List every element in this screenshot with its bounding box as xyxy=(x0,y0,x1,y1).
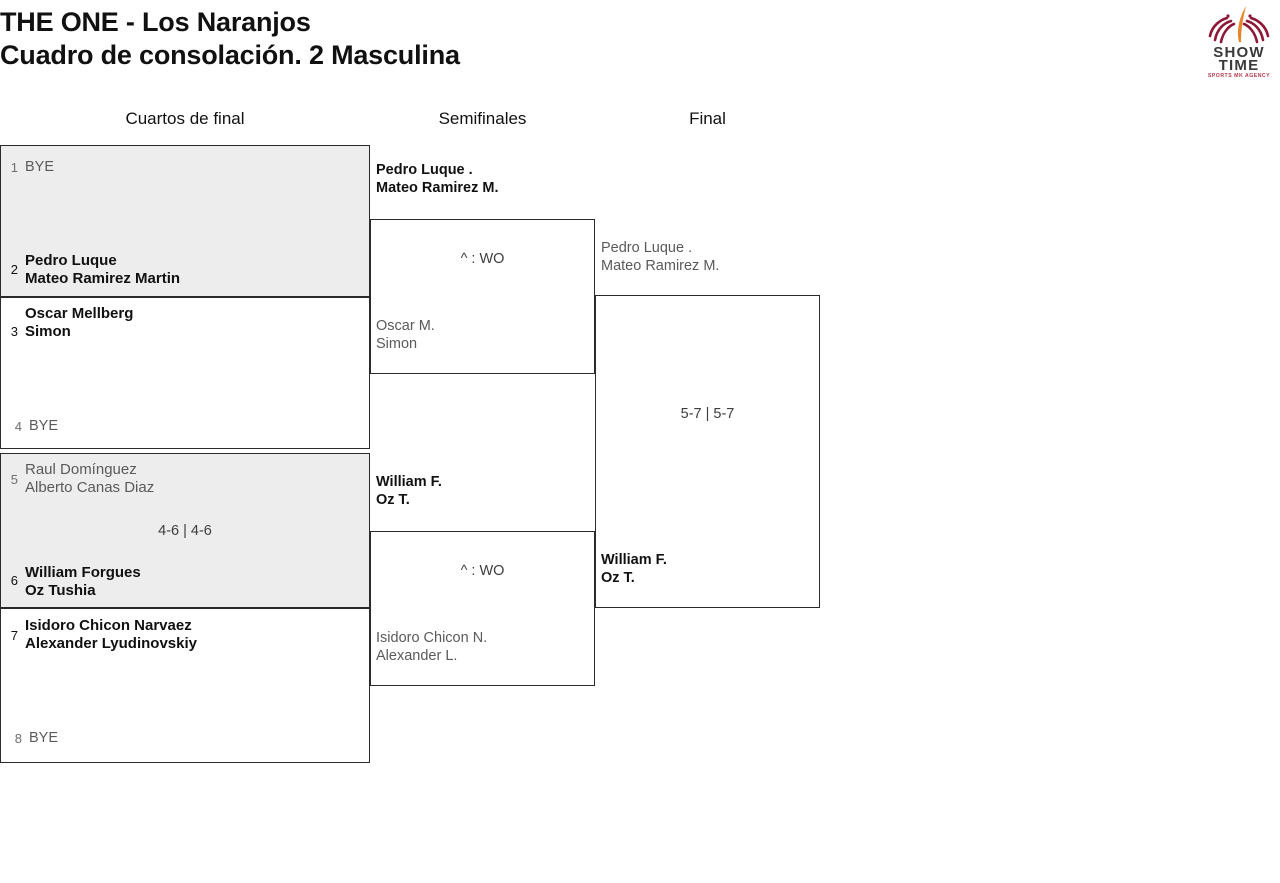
round-header-final: Final xyxy=(689,109,726,128)
competitor-name: Simon xyxy=(25,323,71,340)
competitor-name: Alexander Lyudinovskiy xyxy=(25,635,198,652)
competitor-bye: BYE xyxy=(25,159,55,175)
competitor-name: Oz T. xyxy=(376,492,410,508)
tournament-name: THE ONE - Los Naranjos xyxy=(0,7,311,37)
competitor-name: Pedro Luque xyxy=(25,252,117,269)
competitor-pair: William F. Oz T. xyxy=(601,551,667,587)
competitor-pair: Raul Domínguez Alberto Canas Diaz xyxy=(25,461,154,497)
competitor-pair: Isidoro Chicon N. Alexander L. xyxy=(376,629,487,665)
competitor-name: Alexander L. xyxy=(376,648,458,664)
match-score: 4-6 | 4-6 xyxy=(158,523,212,539)
competitor-bye: BYE xyxy=(29,418,59,434)
competitor-name: Simon xyxy=(376,336,418,352)
match-final[interactable] xyxy=(595,295,820,608)
competitor-name: William F. xyxy=(376,474,442,490)
seed-number: 4 xyxy=(14,419,22,434)
competitor-name: Mateo Ramirez Martin xyxy=(25,270,181,287)
showtime-logo: SHOW TIME SPORTS MK AGENCY xyxy=(1200,2,1278,78)
match-sf-2[interactable] xyxy=(370,531,595,686)
competitor-name: Isidoro Chicon N. xyxy=(376,630,488,646)
competitor-bye: BYE xyxy=(29,730,59,746)
page-header: THE ONE - Los Naranjos Cuadro de consola… xyxy=(0,0,1280,100)
round-header-semifinals: Semifinales xyxy=(438,109,527,128)
round-header-quarterfinals: Cuartos de final xyxy=(125,109,245,128)
competitor-name: Alberto Canas Diaz xyxy=(25,479,155,496)
seed-number: 7 xyxy=(10,628,18,643)
competitor-name: Oscar Mellberg xyxy=(25,305,134,322)
match-score: ^ : WO xyxy=(460,563,505,579)
competitor-name: Mateo Ramirez M. xyxy=(376,180,499,196)
match-qf-2[interactable] xyxy=(0,297,370,449)
competitor-name: Oz T. xyxy=(601,570,635,586)
seed-number: 2 xyxy=(10,262,18,277)
match-qf-4[interactable] xyxy=(0,608,370,763)
competitor-pair: Oscar M. Simon xyxy=(376,317,435,353)
seed-number: 1 xyxy=(10,160,18,175)
seed-number: 6 xyxy=(10,573,18,588)
competitor-pair: William F. Oz T. xyxy=(376,473,442,509)
competitor-name: Raul Domínguez xyxy=(25,461,137,478)
competitor-pair: Isidoro Chicon Narvaez Alexander Lyudino… xyxy=(25,617,197,653)
match-sf-1[interactable] xyxy=(370,219,595,374)
match-score: 5-7 | 5-7 xyxy=(680,406,735,422)
competitor-name: Pedro Luque . xyxy=(601,240,693,256)
competitor-name: William Forgues xyxy=(25,564,141,581)
competitor-name: Oz Tushia xyxy=(25,582,96,599)
seed-number: 5 xyxy=(10,472,18,487)
logo-tagline-text: SPORTS MK AGENCY xyxy=(1208,73,1270,78)
draw-name: Cuadro de consolación. 2 Masculina xyxy=(0,40,460,70)
logo-show-text: SHOW xyxy=(1213,44,1264,61)
competitor-pair: William Forgues Oz Tushia xyxy=(25,564,141,600)
seed-number: 8 xyxy=(14,731,22,746)
logo-time-text: TIME xyxy=(1219,57,1260,74)
match-score: ^ : WO xyxy=(460,251,505,267)
match-qf-1[interactable] xyxy=(0,145,370,297)
page-title: THE ONE - Los Naranjos Cuadro de consola… xyxy=(0,6,460,72)
competitor-name: Mateo Ramirez M. xyxy=(601,258,720,274)
competitor-pair: Pedro Luque . Mateo Ramirez M. xyxy=(376,161,498,197)
seed-number: 3 xyxy=(10,324,18,339)
competitor-pair: Pedro Luque Mateo Ramirez Martin xyxy=(25,252,180,288)
competitor-name: Oscar M. xyxy=(376,318,435,334)
competitor-name: Pedro Luque . xyxy=(376,162,473,178)
competitor-name: William F. xyxy=(601,552,667,568)
competitor-pair: Pedro Luque . Mateo Ramirez M. xyxy=(601,239,719,275)
match-qf-3[interactable] xyxy=(0,453,370,608)
competitor-name: Isidoro Chicon Narvaez xyxy=(25,617,192,634)
competitor-pair: Oscar Mellberg Simon xyxy=(25,305,133,341)
